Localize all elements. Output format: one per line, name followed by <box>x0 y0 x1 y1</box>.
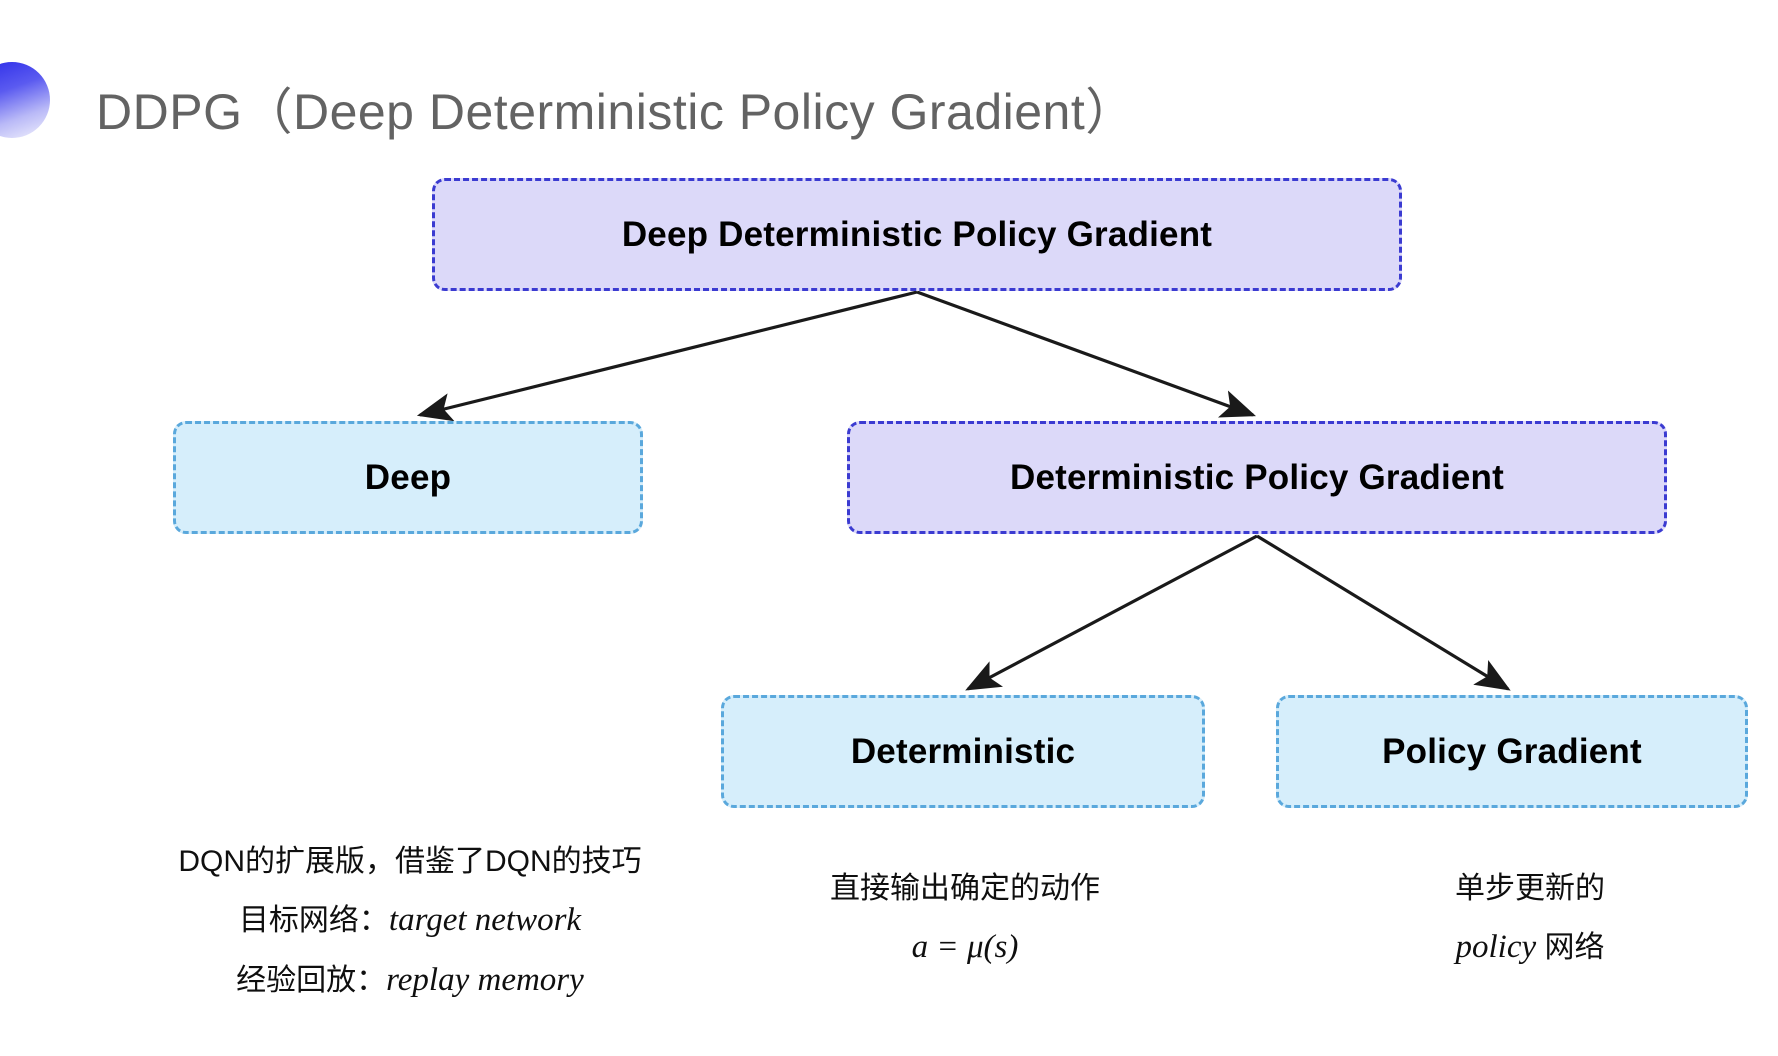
annotation-policy-gradient: 单步更新的 policy 网络 <box>1340 862 1720 977</box>
annotation-deep-line-3-term: replay memory <box>386 961 584 998</box>
annotation-deterministic-formula: a = μ(s) <box>911 928 1019 965</box>
annotation-deep-line-2-label: 目标网络： <box>238 903 389 937</box>
annotation-deep: DQN的扩展版，借鉴了DQN的技巧 目标网络：target network 经验… <box>150 835 670 1010</box>
page-title: DDPG（Deep Deterministic Policy Gradient） <box>96 84 1136 140</box>
node-deep[interactable]: Deep <box>173 421 643 534</box>
annotation-policy-gradient-line-2: policy 网络 <box>1340 917 1720 977</box>
gradient-circle-icon <box>0 62 50 138</box>
annotation-deep-line-1: DQN的扩展版，借鉴了DQN的技巧 <box>178 845 642 878</box>
edge-dpg-to-policy-gradient <box>1256 534 1511 691</box>
node-policy-gradient[interactable]: Policy Gradient <box>1276 695 1748 808</box>
node-deterministic-policy-gradient[interactable]: Deterministic Policy Gradient <box>847 421 1667 534</box>
annotation-deterministic-line-1: 直接输出确定的动作 <box>830 872 1100 905</box>
annotation-policy-gradient-line-1: 单步更新的 <box>1455 872 1605 905</box>
annotation-deep-line-3-label: 经验回放： <box>236 963 387 997</box>
annotation-deep-line-2: 目标网络：target network <box>150 890 670 950</box>
edge-dpg-to-deterministic <box>965 534 1258 691</box>
node-deterministic[interactable]: Deterministic <box>721 695 1205 808</box>
annotation-policy-gradient-suffix: 网络 <box>1536 930 1605 964</box>
annotation-deep-line-2-term: target network <box>388 901 582 938</box>
edge-root-to-deep <box>416 290 918 422</box>
annotation-policy-gradient-term: policy <box>1455 928 1537 965</box>
node-root[interactable]: Deep Deterministic Policy Gradient <box>432 178 1402 291</box>
annotation-deep-line-3: 经验回放：replay memory <box>150 950 670 1010</box>
edge-root-to-dpg <box>916 290 1257 418</box>
annotation-deterministic: 直接输出确定的动作 a = μ(s) <box>770 862 1160 977</box>
